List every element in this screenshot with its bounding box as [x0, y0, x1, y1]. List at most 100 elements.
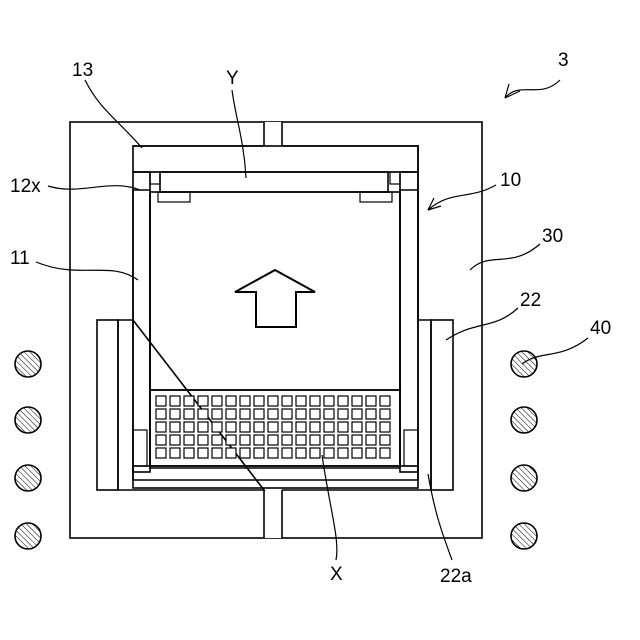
source-grain: [212, 448, 222, 458]
label-10: 10: [500, 170, 521, 191]
source-grain: [254, 422, 264, 432]
source-grain: [156, 435, 166, 445]
source-material-grid: [150, 390, 400, 466]
label-11: 11: [10, 248, 30, 269]
source-grain: [254, 409, 264, 419]
bottom-vent: [264, 490, 282, 538]
coil-circle-icon: [15, 465, 41, 491]
source-grain: [268, 396, 278, 406]
source-grain: [268, 448, 278, 458]
source-grain: [296, 396, 306, 406]
source-grain: [310, 448, 320, 458]
source-grain: [184, 409, 194, 419]
susceptor-right: [431, 320, 453, 490]
source-grain: [198, 396, 208, 406]
source-grain: [268, 435, 278, 445]
label-y: Y: [226, 68, 239, 89]
source-grain: [310, 409, 320, 419]
source-grain: [240, 435, 250, 445]
source-grain: [170, 396, 180, 406]
coil-circle-icon: [15, 351, 41, 377]
source-grain: [338, 422, 348, 432]
source-grain: [380, 396, 390, 406]
source-grain: [380, 448, 390, 458]
source-grain: [338, 435, 348, 445]
source-grain: [226, 409, 236, 419]
susceptor-left: [97, 320, 118, 490]
source-grain: [282, 448, 292, 458]
top-vent: [264, 122, 282, 146]
source-grain: [324, 396, 334, 406]
source-grain: [268, 409, 278, 419]
source-grain: [380, 422, 390, 432]
source-grain: [366, 435, 376, 445]
source-grain: [352, 448, 362, 458]
source-grain: [380, 435, 390, 445]
source-grain: [212, 435, 222, 445]
label-13: 13: [72, 60, 93, 81]
source-grain: [282, 422, 292, 432]
source-grain: [366, 448, 376, 458]
source-grain: [324, 422, 334, 432]
source-grain: [170, 435, 180, 445]
label-x: X: [330, 564, 343, 585]
source-grain: [352, 409, 362, 419]
source-grain: [366, 409, 376, 419]
source-grain: [170, 422, 180, 432]
coil-circle-icon: [511, 407, 537, 433]
source-grain: [156, 396, 166, 406]
source-grain: [268, 422, 278, 432]
source-grain: [240, 448, 250, 458]
source-grain: [170, 448, 180, 458]
source-grain: [296, 422, 306, 432]
source-grain: [156, 409, 166, 419]
source-grain: [198, 409, 208, 419]
source-grain: [226, 396, 236, 406]
source-grain: [366, 396, 376, 406]
source-grain: [254, 396, 264, 406]
label-30: 30: [542, 226, 563, 247]
source-grain: [156, 448, 166, 458]
label-40: 40: [590, 318, 611, 339]
source-grain: [184, 435, 194, 445]
source-grain: [352, 396, 362, 406]
source-grain: [198, 435, 208, 445]
source-grain: [240, 422, 250, 432]
source-grain: [282, 409, 292, 419]
source-grain: [212, 409, 222, 419]
insulation-housing: [70, 122, 482, 538]
source-grain: [226, 435, 236, 445]
source-grain: [380, 409, 390, 419]
label-22a: 22a: [440, 566, 472, 587]
source-grain: [282, 435, 292, 445]
source-grain: [198, 448, 208, 458]
coil-circle-icon: [511, 523, 537, 549]
source-grain: [324, 409, 334, 419]
source-grain: [184, 396, 194, 406]
source-grain: [226, 448, 236, 458]
coil-circle-icon: [15, 523, 41, 549]
source-grain: [324, 435, 334, 445]
coil-circle-icon: [511, 351, 537, 377]
source-grain: [170, 409, 180, 419]
label-12x: 12x: [10, 176, 41, 197]
source-grain: [212, 422, 222, 432]
source-grain: [366, 422, 376, 432]
label-22: 22: [520, 290, 541, 311]
source-grain: [156, 422, 166, 432]
source-grain: [352, 422, 362, 432]
source-grain: [184, 422, 194, 432]
source-grain: [338, 448, 348, 458]
source-grain: [296, 448, 306, 458]
source-grain: [282, 396, 292, 406]
source-grain: [226, 422, 236, 432]
source-grain: [352, 435, 362, 445]
source-grain: [324, 448, 334, 458]
source-grain: [240, 396, 250, 406]
source-grain: [338, 409, 348, 419]
source-grain: [296, 409, 306, 419]
coil-circle-icon: [511, 465, 537, 491]
source-grain: [184, 448, 194, 458]
source-grain: [310, 396, 320, 406]
